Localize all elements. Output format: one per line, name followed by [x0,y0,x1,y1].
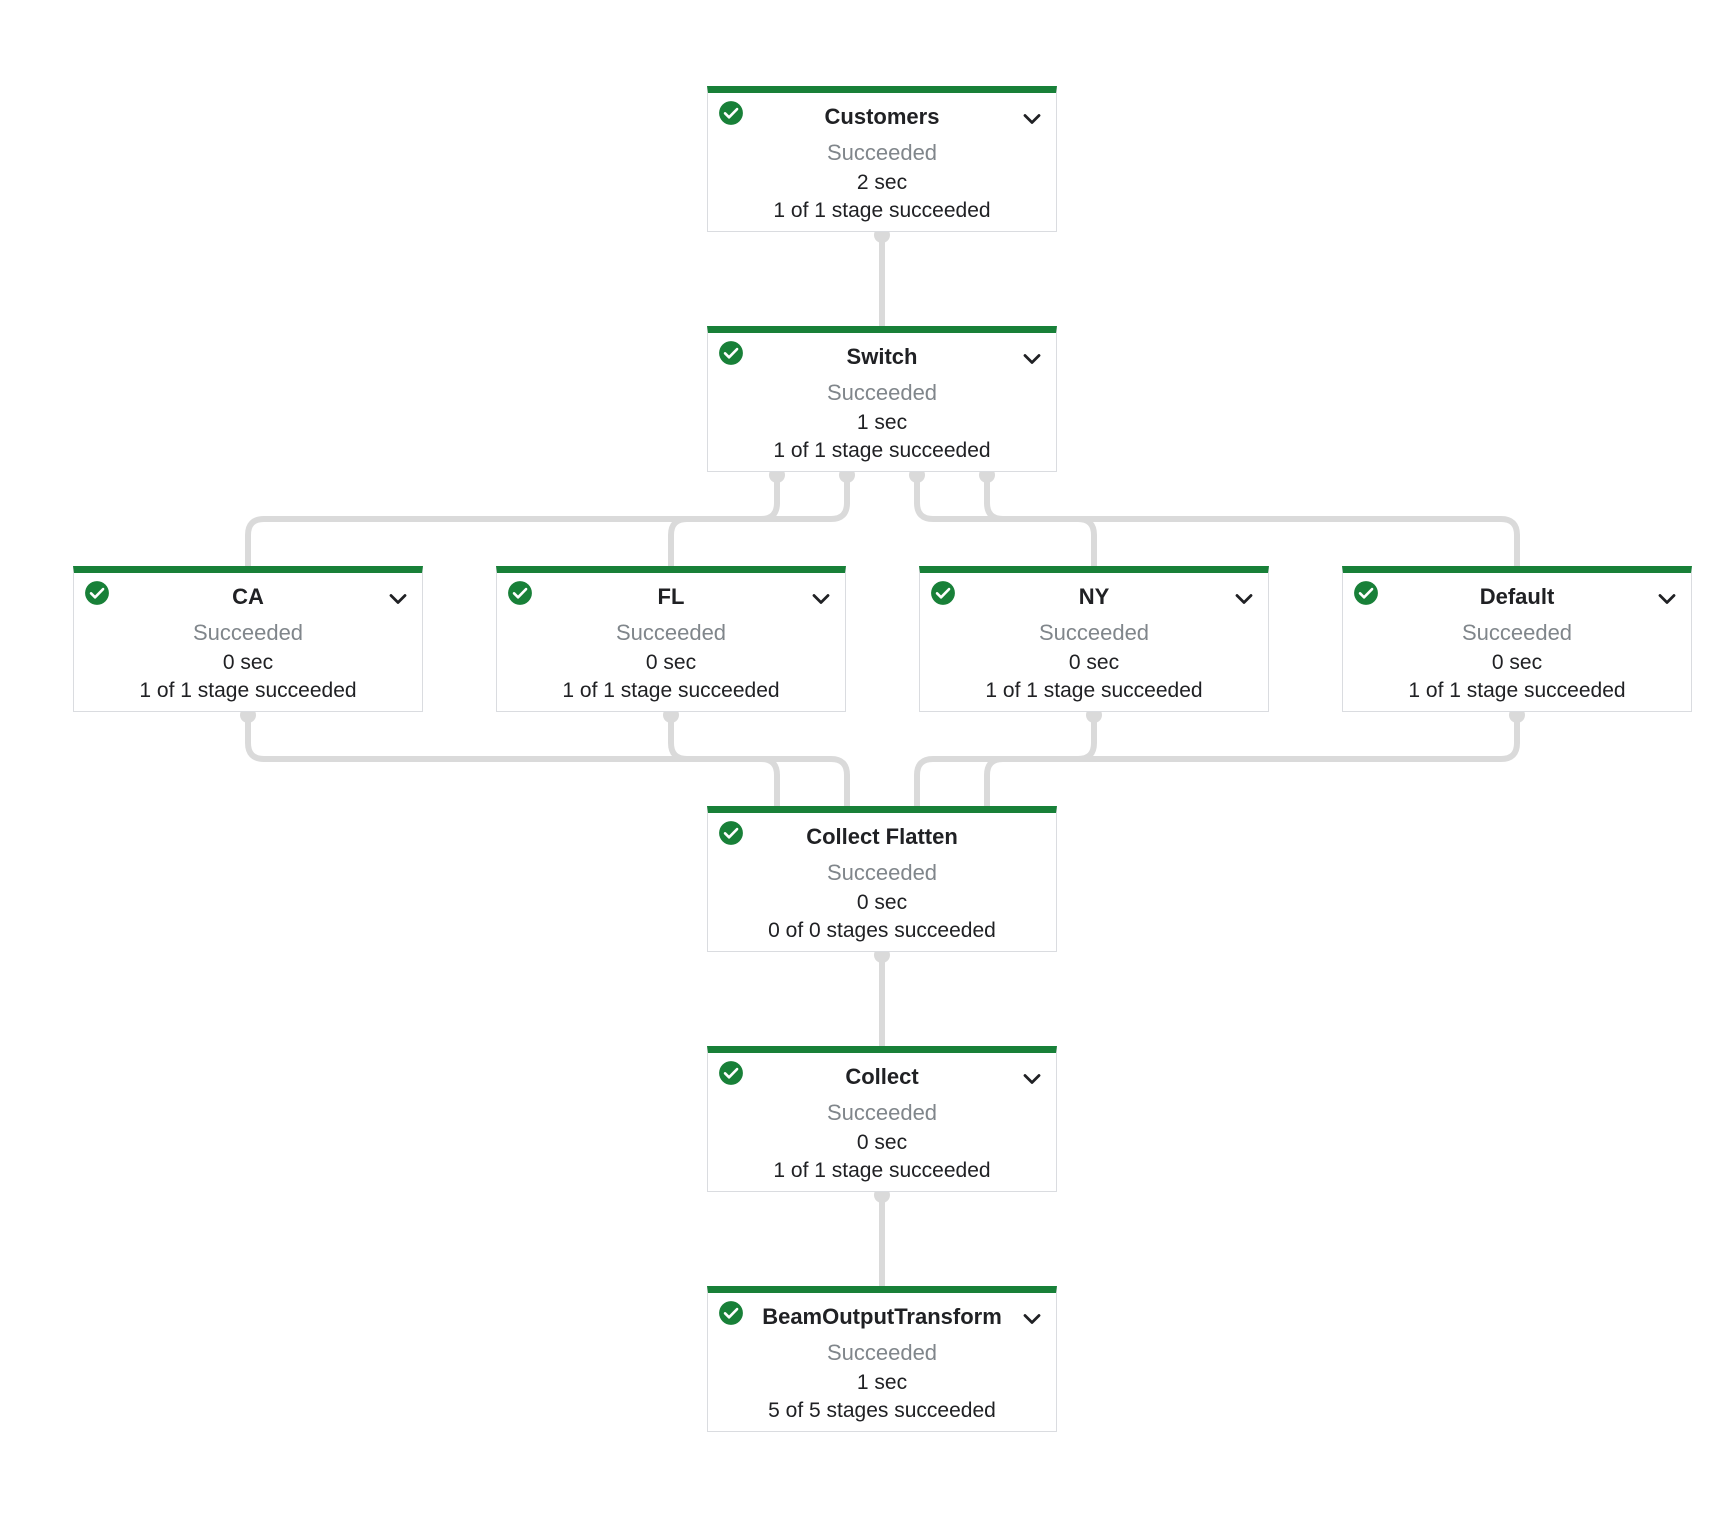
node-stages: 1 of 1 stage succeeded [773,199,991,222]
node-title: Switch [846,344,918,369]
node-duration: 2 sec [856,171,908,194]
node-status: Succeeded [826,1100,938,1125]
node-duration: 0 sec [856,1131,908,1154]
check-circle-icon [508,581,532,605]
chevron-down-icon[interactable] [1020,1067,1044,1091]
chevron-down-icon[interactable] [809,587,833,611]
node-title: Default [1479,584,1555,609]
chevron-down-icon[interactable] [386,587,410,611]
node-title: Customers [824,104,940,129]
node-stages: 0 of 0 stages succeeded [768,919,996,942]
node-duration: 0 sec [222,651,274,674]
check-circle-icon [1354,581,1378,605]
check-circle-icon [719,101,743,125]
node-beam-output-transform[interactable]: BeamOutputTransform Succeeded 1 sec 5 of… [707,1286,1057,1432]
edge-fl-to-collect-flatten [668,712,850,806]
edge-ca-to-collect-flatten [245,712,780,806]
node-status: Succeeded [1038,620,1150,645]
edge-switch-to-default [984,472,1520,566]
node-title: Collect [845,1064,919,1089]
node-collect-flatten[interactable]: Collect Flatten Succeeded 0 sec 0 of 0 s… [707,806,1057,952]
check-circle-icon [719,1301,743,1325]
node-status: Succeeded [826,380,938,405]
node-fl[interactable]: FL Succeeded 0 sec 1 of 1 stage succeede… [496,566,846,712]
node-collect[interactable]: Collect Succeeded 0 sec 1 of 1 stage suc… [707,1046,1057,1192]
node-stages: 1 of 1 stage succeeded [1408,679,1626,702]
node-status: Succeeded [192,620,304,645]
edge-switch-to-fl [668,472,850,566]
node-status: Succeeded [615,620,727,645]
chevron-down-icon[interactable] [1655,587,1679,611]
node-stages: 5 of 5 stages succeeded [768,1399,996,1422]
node-title: CA [232,584,264,609]
node-stages: 1 of 1 stage succeeded [139,679,357,702]
chevron-down-icon[interactable] [1020,1307,1044,1331]
node-duration: 0 sec [856,891,908,914]
node-stages: 1 of 1 stage succeeded [562,679,780,702]
node-status: Succeeded [826,140,938,165]
node-status: Succeeded [826,860,938,885]
node-switch[interactable]: Switch Succeeded 1 sec 1 of 1 stage succ… [707,326,1057,472]
edge-switch-to-ny [914,472,1097,566]
node-title: Collect Flatten [806,824,958,849]
node-title: BeamOutputTransform [762,1304,1002,1329]
chevron-down-icon[interactable] [1020,347,1044,371]
node-status: Succeeded [826,1340,938,1365]
node-duration: 1 sec [856,411,908,434]
node-stages: 1 of 1 stage succeeded [985,679,1203,702]
edge-ny-to-collect-flatten [914,712,1097,806]
node-customers[interactable]: Customers Succeeded 2 sec 1 of 1 stage s… [707,86,1057,232]
chevron-down-icon[interactable] [1232,587,1256,611]
check-circle-icon [85,581,109,605]
node-duration: 0 sec [1068,651,1120,674]
node-default[interactable]: Default Succeeded 0 sec 1 of 1 stage suc… [1342,566,1692,712]
node-duration: 1 sec [856,1371,908,1394]
node-title: FL [657,584,685,609]
check-circle-icon [931,581,955,605]
node-stages: 1 of 1 stage succeeded [773,439,991,462]
node-ny[interactable]: NY Succeeded 0 sec 1 of 1 stage succeede… [919,566,1269,712]
node-duration: 0 sec [645,651,697,674]
node-title: NY [1078,584,1110,609]
chevron-down-icon[interactable] [1020,107,1044,131]
check-circle-icon [719,1061,743,1085]
check-circle-icon [719,341,743,365]
node-stages: 1 of 1 stage succeeded [773,1159,991,1182]
check-circle-icon [719,821,743,845]
edge-default-to-collect-flatten [984,712,1520,806]
node-status: Succeeded [1461,620,1573,645]
edge-switch-to-ca [245,472,780,566]
node-ca[interactable]: CA Succeeded 0 sec 1 of 1 stage succeede… [73,566,423,712]
node-duration: 0 sec [1491,651,1543,674]
